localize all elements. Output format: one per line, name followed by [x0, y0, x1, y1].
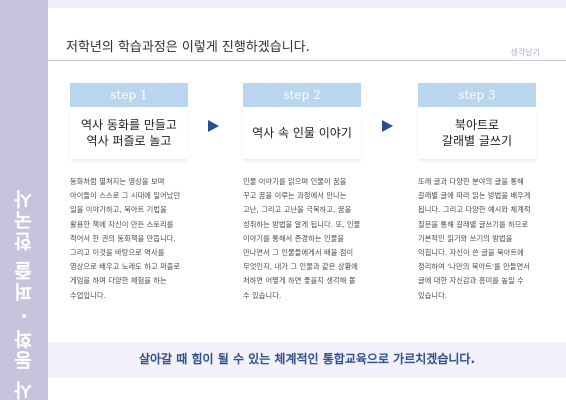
step-1-title: 역사 동화를 만들고 역사 퍼즐로 놀고 [70, 107, 188, 159]
side-banner [0, 0, 48, 400]
step-2-column: step 2 역사 속 인물 이야기 인물 이야기를 읽으며 인물이 꿈을 꾸고… [243, 83, 361, 303]
step-1-description: 동화처럼 펼쳐지는 영상을 보며 아이들이 스스로 그 시대에 일어났던 일을 … [70, 177, 181, 300]
step-2-description: 인물 이야기를 읽으며 인물이 꿈을 꾸고 꿈을 이루는 과정에서 만나는 고난… [243, 177, 361, 300]
step-3-column: step 3 북아트로 갈래별 글쓰기 또래 글과 다양한 분야의 글을 통해 … [418, 83, 536, 303]
top-strip [48, 0, 566, 8]
step-3-title: 북아트로 갈래별 글쓰기 [418, 107, 536, 159]
step-3-title-line-1: 북아트로 [454, 118, 500, 132]
header-divider [48, 60, 566, 61]
step-1-title-line-1: 역사 동화를 만들고 [81, 118, 177, 132]
arrow-right-icon [382, 120, 393, 132]
arrow-right-icon [208, 120, 219, 132]
step-1-column: step 1 역사 동화를 만들고 역사 퍼즐로 놀고 동화처럼 펼쳐지는 영상… [70, 83, 188, 303]
section-tag: 생각날기 [510, 48, 540, 57]
step-3-title-line-2: 갈래별 글쓰기 [441, 134, 513, 148]
step-1-label: step 1 [70, 83, 188, 107]
closing-band [48, 342, 566, 378]
step-3-label: step 3 [418, 83, 536, 107]
step-1-title-line-2: 역사 퍼즐로 놀고 [86, 134, 172, 148]
step-3-description: 또래 글과 다양한 분야의 글을 통해 갈래별 글에 따라 읽는 방법을 배우게… [418, 177, 531, 300]
step-2-title-line-1: 역사 속 인물 이야기 [252, 126, 352, 140]
step-2-label: step 2 [243, 83, 361, 107]
side-banner-text: 역사 동화 · 퍼즐 한국사 [13, 188, 36, 400]
closing-statement: 살아갈 때 힘이 될 수 있는 체계적인 통합교육으로 가르치겠습니다. [138, 352, 476, 366]
page-title: 저학년의 학습과정은 이렇게 진행하겠습니다. [66, 40, 310, 55]
step-2-title: 역사 속 인물 이야기 [243, 107, 361, 159]
